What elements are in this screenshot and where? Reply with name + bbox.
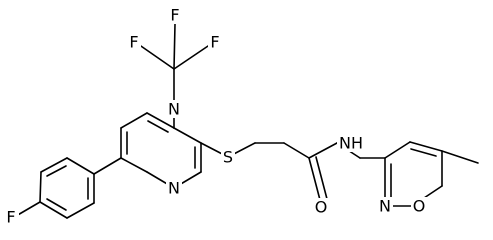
bond	[308, 157, 321, 201]
atom-label-cf3-fluorine: F	[129, 33, 138, 52]
bond	[173, 23, 176, 70]
bond	[308, 142, 338, 159]
bond	[66, 157, 95, 175]
atom-label-cf3-fluorine: F	[170, 6, 179, 25]
bond	[137, 43, 175, 70]
atom-label-pyrimidine-nitrogen: N	[168, 100, 180, 119]
atom-labels: F F F F N N S O NH N O	[5, 6, 427, 227]
bond	[146, 112, 175, 129]
bond	[46, 198, 67, 211]
bond	[384, 141, 411, 159]
bond	[315, 156, 328, 200]
atom-label-pyrimidine-nitrogen: N	[168, 179, 180, 198]
atom-label-isoxazole-oxygen: O	[413, 197, 426, 216]
bond	[40, 157, 68, 173]
bond	[409, 141, 443, 152]
bond	[410, 148, 437, 157]
bond	[39, 171, 42, 203]
bond	[120, 157, 148, 173]
bond	[120, 112, 148, 129]
atom-label-carbonyl-oxygen: O	[315, 198, 328, 217]
bond	[147, 120, 169, 133]
atom-label-amide-nh: NH	[339, 134, 363, 153]
atom-label-sulfur: S	[223, 148, 233, 167]
atom-label-isoxazole-nitrogen: N	[379, 197, 391, 216]
bonds	[15, 23, 479, 219]
atom-label-fluoro: F	[6, 208, 15, 227]
bond	[283, 142, 310, 159]
bond	[39, 201, 68, 219]
bond	[66, 202, 95, 219]
bond	[441, 150, 479, 164]
bond	[15, 201, 41, 217]
bond	[46, 165, 67, 177]
bond	[93, 157, 122, 175]
atom-label-cf3-fluorine: F	[210, 33, 219, 52]
bond	[173, 43, 212, 70]
bond	[173, 127, 202, 144]
